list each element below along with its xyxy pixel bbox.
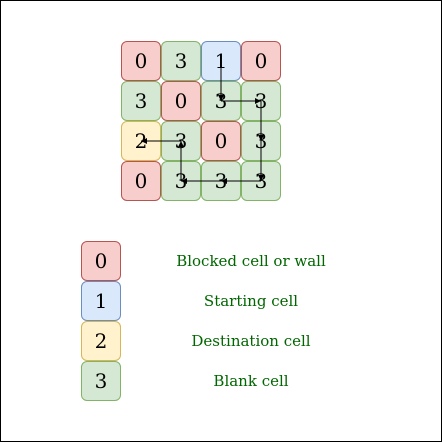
legend-swatch-start: 1: [81, 281, 121, 321]
grid-cell: 3: [161, 121, 201, 161]
grid-cell: 3: [201, 81, 241, 121]
legend-swatch-blank: 3: [81, 361, 121, 401]
grid-cell: 3: [121, 81, 161, 121]
legend-label-destination: Destination cell: [191, 332, 311, 350]
grid-cell: 0: [121, 41, 161, 81]
grid-cell: 3: [241, 161, 281, 201]
legend-swatch-destination: 2: [81, 321, 121, 361]
legend-label-blank: Blank cell: [213, 372, 289, 390]
grid-cell: 3: [161, 161, 201, 201]
grid-cell: 0: [121, 161, 161, 201]
grid-cell: 1: [201, 41, 241, 81]
legend-swatch-blocked: 0: [81, 241, 121, 281]
grid-cell: 3: [241, 121, 281, 161]
grid-cell: 2: [121, 121, 161, 161]
grid-cell: 0: [161, 81, 201, 121]
grid-cell: 3: [201, 161, 241, 201]
grid-cell: 0: [201, 121, 241, 161]
grid-cell: 3: [161, 41, 201, 81]
grid-cell: 0: [241, 41, 281, 81]
grid-cell: 3: [241, 81, 281, 121]
legend-label-blocked: Blocked cell or wall: [176, 252, 326, 270]
legend-label-start: Starting cell: [203, 292, 299, 310]
